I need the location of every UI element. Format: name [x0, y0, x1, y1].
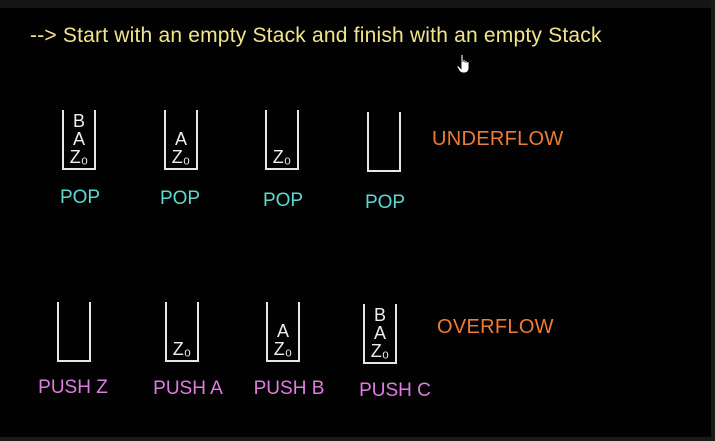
window-bottom-edge	[0, 437, 715, 441]
push-stack-3: A Z₀	[266, 302, 300, 362]
stack-contents: B A Z₀	[365, 306, 395, 360]
stack-item: A	[174, 129, 187, 149]
stack-item: A	[72, 129, 85, 149]
stack-item: B	[72, 111, 85, 131]
stack-item: Z₀	[273, 339, 293, 359]
pop-label-1: POP	[59, 187, 101, 208]
stack-item: Z₀	[370, 341, 390, 361]
stack-item: Z₀	[172, 339, 192, 359]
pop-label-2: POP	[159, 188, 201, 209]
hand-pointer-icon	[456, 54, 470, 74]
push-label-2: PUSH A	[153, 378, 223, 399]
pop-stack-2: A Z₀	[164, 110, 198, 170]
pop-stack-3: Z₀	[265, 110, 299, 170]
pop-stack-1: B A Z₀	[62, 110, 96, 170]
push-label-4: PUSH C	[359, 380, 431, 401]
stack-item: A	[276, 321, 289, 341]
stack-item: Z₀	[171, 147, 191, 167]
stack-item: Z₀	[272, 147, 292, 167]
pop-stack-4	[367, 112, 401, 172]
stack-item: Z₀	[69, 147, 89, 167]
stack-item: B	[373, 305, 386, 325]
push-stack-1	[57, 302, 91, 362]
stack-item: A	[373, 323, 386, 343]
pop-label-4: POP	[364, 192, 406, 213]
stack-contents: Z₀	[267, 148, 297, 166]
headline-text: --> Start with an empty Stack and finish…	[30, 24, 602, 47]
stack-contents: Z₀	[167, 340, 197, 358]
stack-contents: A Z₀	[166, 130, 196, 166]
stack-contents: A Z₀	[268, 322, 298, 358]
push-label-3: PUSH B	[253, 378, 325, 399]
push-label-1: PUSH Z	[38, 377, 108, 398]
window-top-edge	[0, 0, 715, 8]
stack-contents: B A Z₀	[64, 112, 94, 166]
pop-label-3: POP	[262, 190, 304, 211]
overflow-label: OVERFLOW	[437, 316, 554, 338]
window-right-edge	[711, 0, 715, 441]
underflow-label: UNDERFLOW	[432, 128, 564, 150]
push-stack-2: Z₀	[165, 302, 199, 362]
push-stack-4: B A Z₀	[363, 304, 397, 364]
